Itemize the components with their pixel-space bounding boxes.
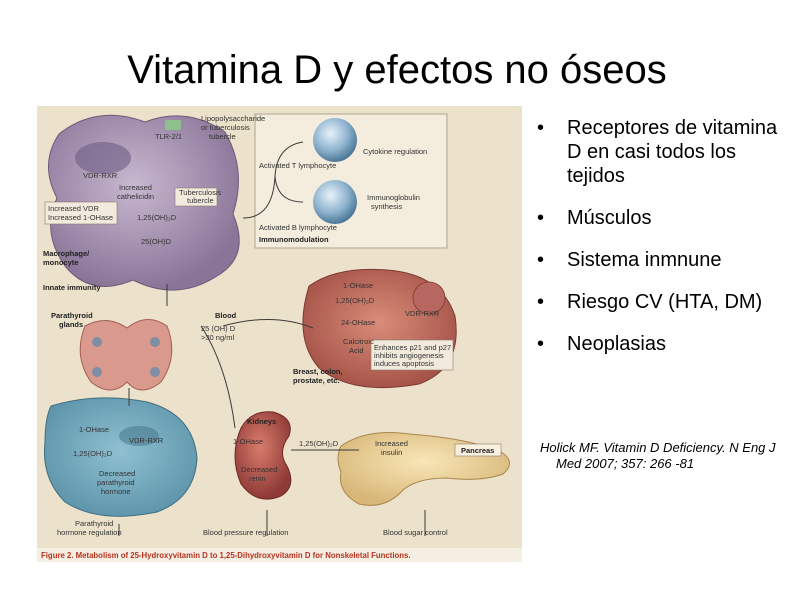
slide-title: Vitamina D y efectos no óseos (127, 48, 667, 92)
label-pancreas: Pancreas (461, 446, 494, 455)
label-kidney-1ohase: 1-OHase (233, 437, 263, 446)
label-pth-glands-1: Parathyroid (51, 311, 93, 320)
label-pt-decreased-1: Decreased (99, 469, 135, 478)
label-kidneys: Kidneys (247, 417, 276, 426)
label-cathelicidin: cathelicidin (117, 192, 154, 201)
label-pth-ctrl-2: hormone regulation (57, 528, 122, 537)
label-kidney-125d: 1,25(OH)₂D (299, 439, 339, 448)
label-pt-125d: 1,25(OH)₂D (73, 449, 113, 458)
label-pth-glands-2: glands (59, 320, 83, 329)
label-cytokine: Cytokine regulation (363, 147, 427, 156)
figure-illustration: Lipopolysaccharide or tuberculosis tuber… (37, 113, 522, 562)
bullet-item: Neoplasias (535, 332, 785, 356)
label-activated-b: Activated B lymphocyte (259, 223, 337, 232)
label-macrophage-1: Macrophage/ (43, 249, 90, 258)
label-tb-tubercle-2: tubercle (187, 196, 214, 205)
label-decreased-renin-2: renin (249, 474, 266, 483)
label-blood-25d: 25 (OH) D (201, 324, 236, 333)
label-tissue-vdr-rxr: VDR-RXR (405, 309, 440, 318)
label-tb-tubercle-1: Tuberculosis (179, 188, 221, 197)
bullet-item: Músculos (535, 206, 785, 230)
label-lps: Lipopolysaccharide (201, 114, 265, 123)
label-decreased-renin-1: Decreased (241, 465, 277, 474)
label-increased-insulin-1: Increased (375, 439, 408, 448)
bullet-list: Receptores de vitamina D en casi todos l… (535, 116, 785, 374)
pancreas (337, 432, 510, 506)
b-lymphocyte-cell (313, 180, 357, 224)
label-increased: Increased (119, 183, 152, 192)
label-innate-immunity: Innate immunity (43, 283, 101, 292)
label-activated-t: Activated T lymphocyte (259, 161, 336, 170)
bullet-item: Riesgo CV (HTA, DM) (535, 290, 785, 314)
label-immunomodulation: Immunomodulation (259, 235, 329, 244)
citation: Holick MF. Vitamin D Deficiency. N Eng J… (540, 440, 776, 471)
label-25d-macrophage: 25(OH)D (141, 237, 172, 246)
label-or-tb: or tuberculosis (201, 123, 250, 132)
label-tissue-1ohase: 1-OHase (343, 281, 373, 290)
label-blood: Blood (215, 311, 237, 320)
label-pt-1ohase: 1-OHase (79, 425, 109, 434)
label-enhances-2: inhibits angiogenesis (374, 351, 444, 360)
label-bp-ctrl: Blood pressure regulation (203, 528, 288, 537)
label-calcitroic-2: Acid (349, 346, 364, 355)
label-tubercle: tubercle (209, 132, 236, 141)
label-pth-ctrl-1: Parathyroid (75, 519, 113, 528)
kidney (234, 411, 292, 500)
pathway-arrows (118, 141, 426, 536)
macrophage-nucleus (75, 142, 131, 174)
label-breast-2: prostate, etc. (293, 376, 340, 385)
bullet-item: Receptores de vitamina D en casi todos l… (535, 116, 785, 188)
label-increased-1ohase: Increased 1-OHase (48, 213, 113, 222)
label-tissue-125d: 1,25(OH)₂D (335, 296, 375, 305)
parathyroid-cell (43, 397, 198, 517)
label-ig-1: Immunoglobulin (367, 193, 420, 202)
label-pt-vdr-rxr: VDR-RXR (129, 436, 164, 445)
label-macrophage-2: monocyte (43, 258, 78, 267)
label-bs-ctrl: Blood sugar control (383, 528, 448, 537)
label-tissue-24ohase: 24-OHase (341, 318, 375, 327)
label-increased-vdr: Increased VDR (48, 204, 99, 213)
label-increased-insulin-2: insulin (381, 448, 402, 457)
label-enhances-3: induces apoptosis (374, 359, 434, 368)
t-lymphocyte-cell (313, 118, 357, 162)
label-vdr-rxr-macrophage: VDR-RXR (83, 171, 118, 180)
label-pt-decreased-2: parathyroid (97, 478, 135, 487)
label-calcitroic-1: Calcitroic (343, 337, 374, 346)
label-125d-macrophage: 1,25(OH)₂D (137, 213, 177, 222)
label-blood-30: >30 ng/ml (201, 333, 234, 342)
label-pt-decreased-3: hormone (101, 487, 131, 496)
label-enhances-1: Enhances p21 and p27 (374, 343, 451, 352)
parathyroid-glands (79, 319, 173, 391)
label-tlr: TLR-2/1 (155, 132, 182, 141)
vitamin-d-metabolism-figure: Lipopolysaccharide or tuberculosis tuber… (37, 106, 522, 562)
label-breast-1: Breast, colon, (293, 367, 343, 376)
tlr-receptor (165, 120, 181, 130)
bullet-item: Sistema inmnune (535, 248, 785, 272)
figure-caption: Figure 2. Metabolism of 25-Hydroxyvitami… (41, 551, 411, 560)
label-ig-2: synthesis (371, 202, 403, 211)
